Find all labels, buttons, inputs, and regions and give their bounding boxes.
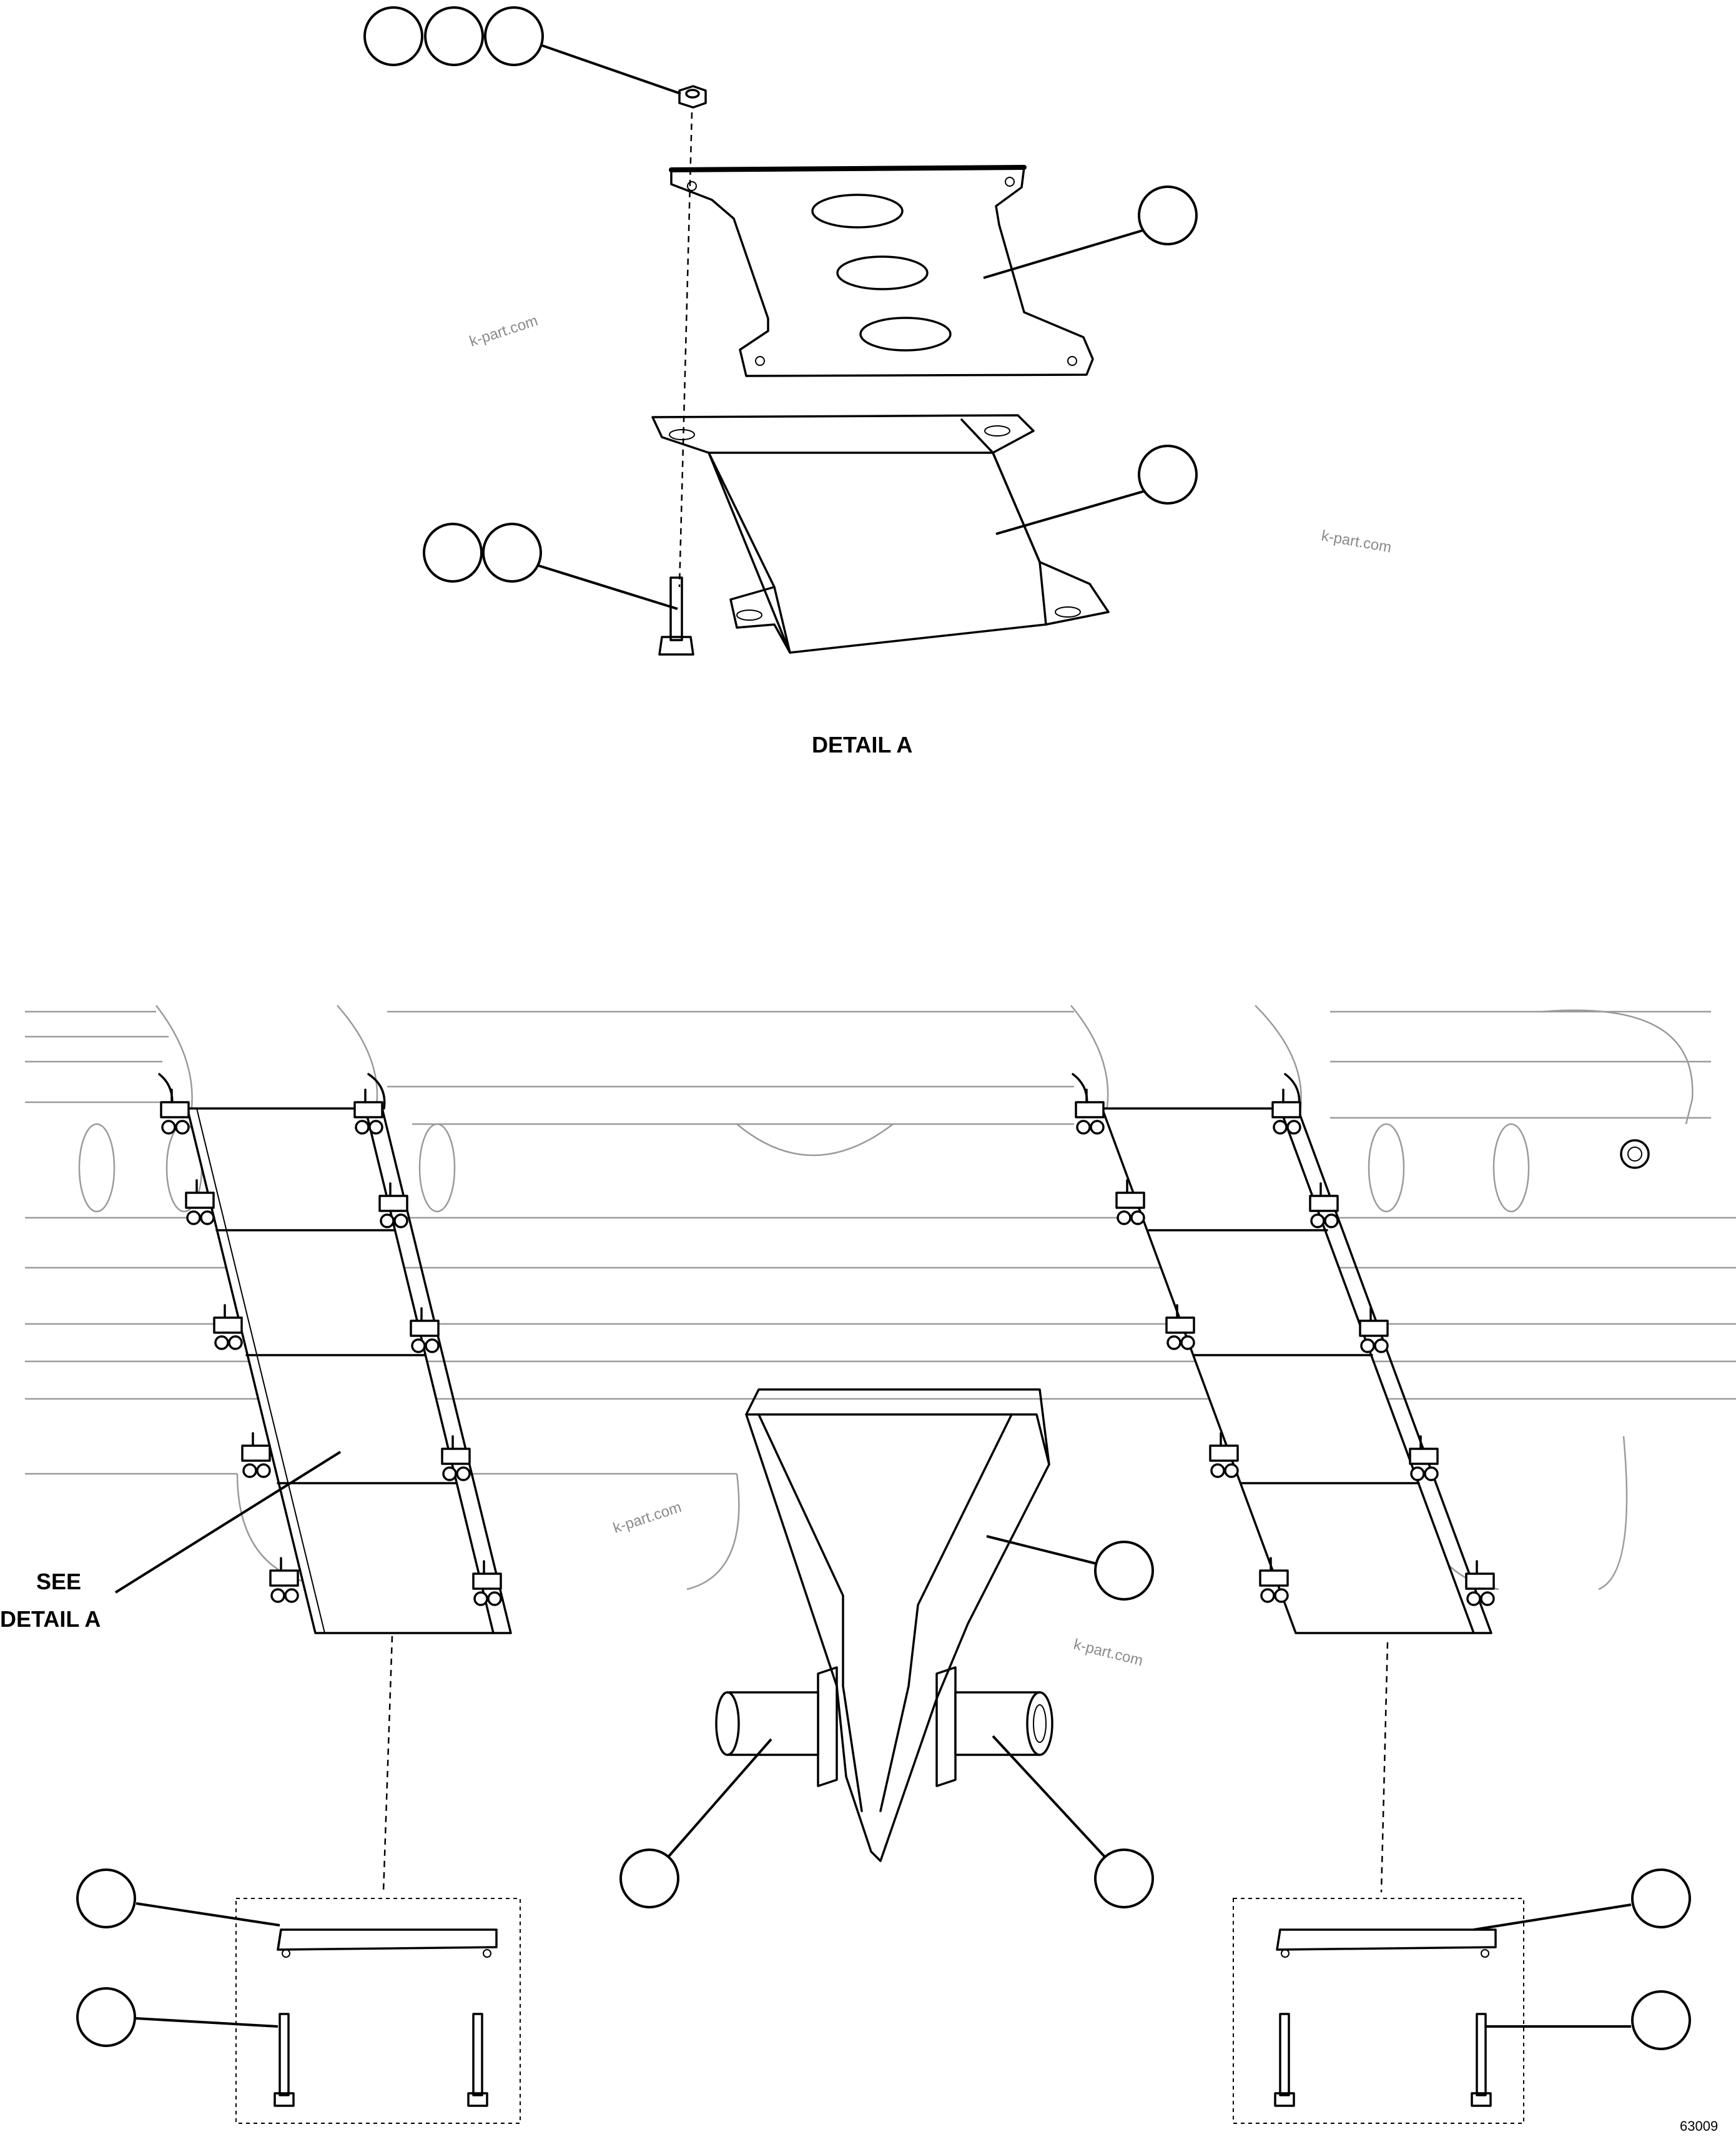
right-pin [954,1691,1053,1756]
callout-balloon [482,523,542,583]
clamp-fastener [241,1432,271,1478]
detail-a-title: DETAIL A [812,732,912,758]
callout-leader [986,1535,1100,1566]
see-detail-a-leader [114,1451,342,1594]
clamp-fastener [378,1182,408,1228]
callout-balloon [424,6,484,66]
mounting-plate [669,165,1094,377]
nut [678,85,707,109]
callout-leader [992,1735,1113,1865]
see-label: SEE [36,1569,81,1594]
callout-balloon [363,6,423,66]
callout-leader [995,486,1159,535]
detail-a-view: DETAIL A [651,85,1110,758]
callout-leader [661,1738,772,1865]
right-exploded-detail [1233,1898,1524,2124]
callout-balloon [76,1987,136,2047]
clamp-fasteners [160,1088,1495,1606]
bolt [658,576,694,656]
clamp-fastener [1409,1435,1439,1481]
clamp-fastener [472,1560,502,1606]
clamp-fastener [1309,1182,1339,1228]
callout-balloon [76,1868,136,1928]
clamp-fastener [1075,1088,1105,1135]
clamp-fastener [185,1179,215,1225]
main-view: SEE DETAIL A [0,1005,1736,2124]
watermark: k-part.com [611,1499,684,1537]
clamp-fastener [213,1304,243,1350]
clamp-fastener [1165,1304,1195,1350]
callout-leader [136,1902,280,1927]
see-detail-a-label: DETAIL A [0,1606,101,1632]
clamp-fastener [160,1088,190,1135]
callout-balloon [1138,445,1198,505]
clamp-fastener [1465,1560,1495,1606]
watermark: k-part.com [1072,1636,1145,1670]
watermark: k-part.com [1320,527,1393,556]
clamp-fastener [353,1088,383,1135]
center-bracket [745,1388,1050,1862]
clamp-fastener [1209,1432,1239,1478]
callout-balloon [619,1848,679,1908]
left-pin [715,1691,819,1756]
callout-leader [983,224,1162,279]
channel-bracket [651,414,1110,654]
left-column-assembly [158,1073,512,1634]
callout-balloon [1094,1848,1154,1908]
callout-balloons [76,6,1691,2050]
callout-balloon [423,523,483,583]
clamp-fastener [441,1435,471,1481]
callout-balloon [1631,1868,1691,1928]
clamp-fastener [269,1557,299,1603]
drawing-code: 63009 [1680,2118,1718,2134]
right-drop-line [1380,1642,1389,1893]
callout-balloon [1094,1541,1154,1601]
frame-background [25,1005,1736,1591]
clamp-fastener [1259,1557,1289,1603]
left-drop-line [382,1636,393,1893]
callout-balloon [1138,185,1198,245]
callout-leader [136,2017,279,2028]
callout-balloon [1631,1990,1691,2050]
callout-balloon [484,6,544,66]
clamp-fastener [410,1307,440,1353]
callout-leader [536,564,678,610]
clamp-fastener [1271,1088,1301,1135]
clamp-fastener [1359,1307,1389,1353]
assembly-centerline [678,112,693,588]
left-exploded-detail [235,1898,521,2124]
watermark: k-part.com [468,312,540,350]
callout-leader [1473,1903,1632,1931]
clamp-fastener [1115,1179,1145,1225]
callout-leader [536,42,681,95]
